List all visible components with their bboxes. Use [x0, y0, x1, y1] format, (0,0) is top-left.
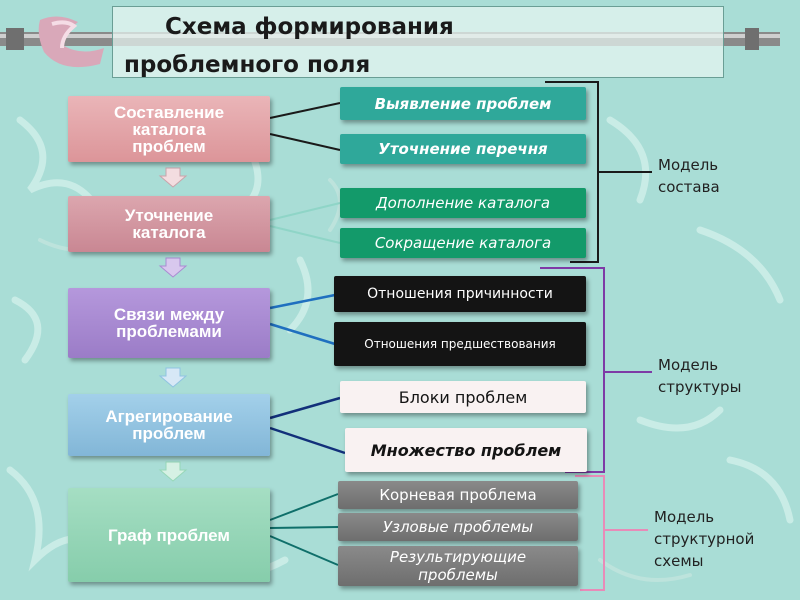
item-utochnenie-perechnya: Уточнение перечня: [340, 134, 586, 164]
item-kornevaya-problema: Корневая проблема: [338, 481, 578, 509]
title-box: [112, 6, 724, 78]
item-sokrashchenie-kataloga: Сокращение каталога: [340, 228, 586, 258]
item-otnosheniya-predshestvovaniya: Отношения предшествования: [334, 322, 586, 366]
step-graf-problem: Граф проблем: [68, 488, 270, 582]
item-rezultiruyushchie-problemy: Результирующие проблемы: [338, 546, 578, 586]
item-mnozhestvo-problem: Множество проблем: [345, 428, 587, 472]
down-arrow-icon: [158, 167, 188, 482]
page-title-line-2: проблемного поля: [124, 52, 371, 78]
item-vyyavlenie-problem: Выявление проблем: [340, 87, 586, 120]
item-dopolnenie-kataloga: Дополнение каталога: [340, 188, 586, 218]
item-otnosheniya-prichinnosti: Отношения причинности: [334, 276, 586, 312]
page-title-line-1: Схема формирования: [165, 14, 454, 40]
item-bloki-problem: Блоки проблем: [340, 381, 586, 413]
item-uzlovye-problemy: Узловые проблемы: [338, 513, 578, 541]
